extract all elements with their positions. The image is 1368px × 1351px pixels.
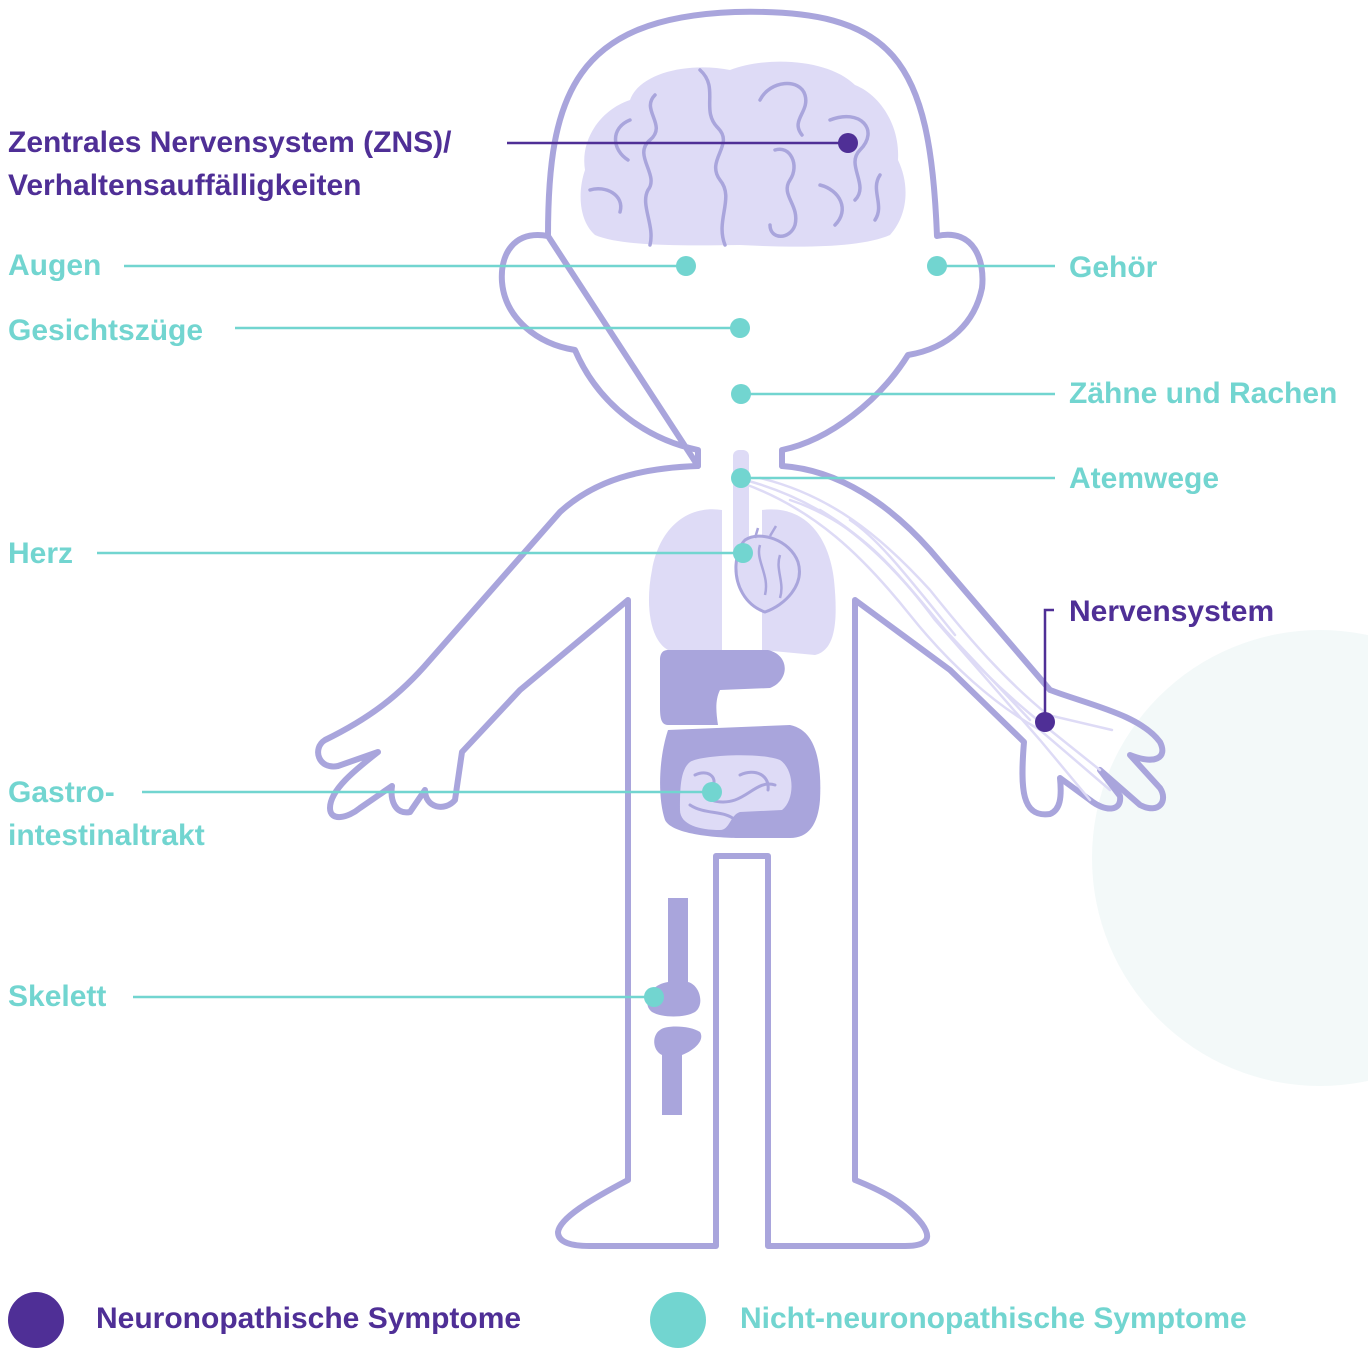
label-gesichtszuege: Gesichtszüge bbox=[8, 309, 203, 352]
marker-herz bbox=[733, 543, 753, 563]
label-zns-line1: Zentrales Nervensystem (ZNS)/ bbox=[8, 121, 452, 164]
marker-zaehne bbox=[731, 384, 751, 404]
marker-gehoer bbox=[927, 256, 947, 276]
label-gehoer: Gehör bbox=[1069, 246, 1157, 289]
marker-zns bbox=[838, 133, 858, 153]
marker-gastro bbox=[702, 782, 722, 802]
marker-augen bbox=[676, 256, 696, 276]
label-nervensystem: Nervensystem bbox=[1069, 590, 1274, 633]
marker-skelett bbox=[644, 987, 664, 1007]
label-herz: Herz bbox=[8, 532, 73, 575]
label-skelett: Skelett bbox=[8, 975, 106, 1018]
marker-gesichtszuege bbox=[730, 318, 750, 338]
connector-nervensystem bbox=[1045, 610, 1054, 722]
label-gastro-line2: intestinaltrakt bbox=[8, 814, 205, 857]
left-lung bbox=[649, 509, 722, 650]
legend-nonneuro-label: Nicht-neuronopathische Symptome bbox=[740, 1302, 1247, 1336]
label-atemwege: Atemwege bbox=[1069, 457, 1219, 500]
label-zaehne: Zähne und Rachen bbox=[1069, 372, 1337, 415]
label-augen: Augen bbox=[8, 244, 101, 287]
legend-nonneuro-dot bbox=[650, 1292, 706, 1348]
marker-atemwege bbox=[731, 468, 751, 488]
background-circle bbox=[1092, 630, 1368, 1086]
stomach bbox=[660, 650, 785, 725]
legend-neuro-dot bbox=[8, 1292, 64, 1348]
label-zns-line2: Verhaltensauffälligkeiten bbox=[8, 164, 361, 207]
marker-nervensystem bbox=[1035, 712, 1055, 732]
label-gastro-line1: Gastro- bbox=[8, 771, 115, 814]
legend-neuro-label: Neuronopathische Symptome bbox=[96, 1302, 521, 1336]
